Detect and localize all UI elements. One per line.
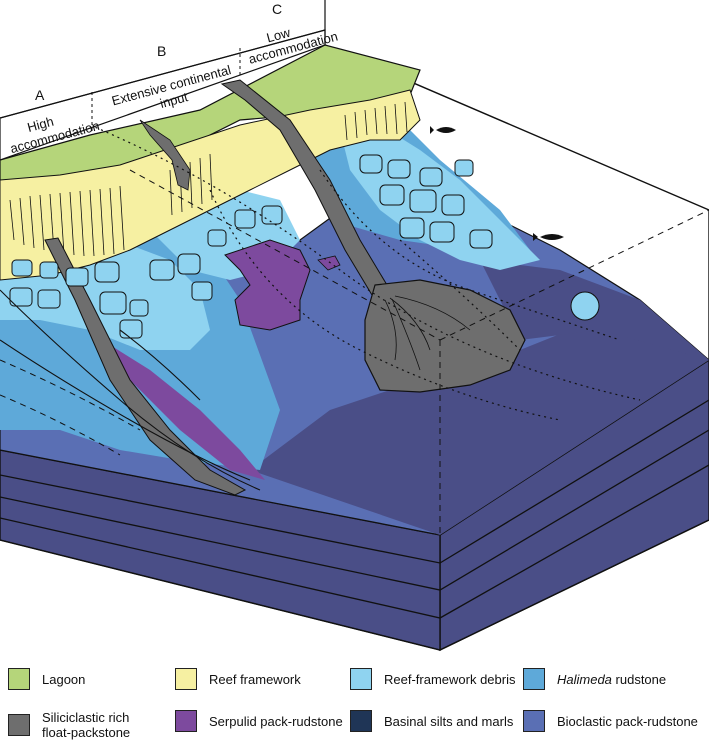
- zone-letter-a: A: [35, 87, 45, 103]
- zone-label-b-line2: input: [158, 89, 189, 111]
- reef-debris-blocks: [9, 154, 493, 339]
- legend-item-siliciclastic: Siliciclastic rich float-packstone: [8, 710, 130, 740]
- legend-swatch: [175, 668, 197, 690]
- fish-icon: [533, 233, 564, 241]
- deep-basin: [250, 310, 709, 535]
- siliciclastic-fan: [364, 279, 526, 393]
- zone-header-top: [0, 29, 326, 119]
- fan-channels: [384, 295, 471, 371]
- legend-label-rest: rudstone: [611, 671, 667, 687]
- legend-item-lagoon: Lagoon: [8, 668, 85, 690]
- legend-item-halimeda: Halimeda rudstone: [523, 668, 666, 690]
- legend-item-reef-debris: Reef-framework debris: [350, 668, 516, 690]
- slope-contacts: [0, 289, 261, 491]
- legend-item-reef-framework: Reef framework: [175, 668, 301, 690]
- legend-label: Reef framework: [209, 671, 301, 687]
- reef-hatching: [9, 101, 408, 257]
- legend-swatch: [523, 710, 545, 732]
- reef-framework-band: [0, 89, 421, 281]
- serpulid-wedge-front: [110, 345, 265, 480]
- zone-label-a-line1: High: [26, 114, 56, 135]
- legend-label: Basinal silts and marls: [384, 713, 514, 729]
- isolated-reef-patch: [570, 291, 600, 321]
- legend-item-bioclastic: Bioclastic pack-rudstone: [523, 710, 698, 732]
- legend-item-basinal: Basinal silts and marls: [350, 710, 513, 732]
- siliciclastic-channel-a: [44, 237, 247, 496]
- fish-icon: [430, 126, 456, 134]
- legend-swatch: [350, 710, 372, 732]
- zone-label-c-line1: Low: [265, 25, 293, 46]
- legend-label: Lagoon: [42, 671, 86, 687]
- legend-swatch: [8, 714, 30, 736]
- zone-letter-b: B: [157, 43, 166, 59]
- strata-lines: [0, 399, 709, 651]
- legend-swatch: [175, 710, 197, 732]
- legend-item-serpulid: Serpulid pack-rudstone: [175, 710, 343, 732]
- block-diagram: A B C High accommodation Extensive conti…: [0, 0, 709, 652]
- subsurface-dashed: [0, 169, 709, 535]
- legend-label: Serpulid pack-rudstone: [209, 713, 343, 729]
- legend-label: Reef-framework debris: [384, 671, 516, 687]
- legend: Lagoon Reef framework Reef-framework deb…: [0, 655, 709, 743]
- legend-swatch: [350, 668, 372, 690]
- legend-swatch: [8, 668, 30, 690]
- dotted-contours: [89, 124, 641, 421]
- legend-label: Bioclastic pack-rudstone: [557, 713, 698, 729]
- legend-label: Halimeda rudstone: [557, 672, 666, 687]
- serpulid-body-centre: [224, 239, 311, 331]
- zone-letter-c: C: [272, 1, 282, 17]
- legend-label-italic: Halimeda: [557, 671, 612, 687]
- siliciclastic-channel-b: [139, 119, 191, 191]
- legend-label: Siliciclastic rich float-packstone: [42, 710, 131, 740]
- legend-swatch: [523, 668, 545, 690]
